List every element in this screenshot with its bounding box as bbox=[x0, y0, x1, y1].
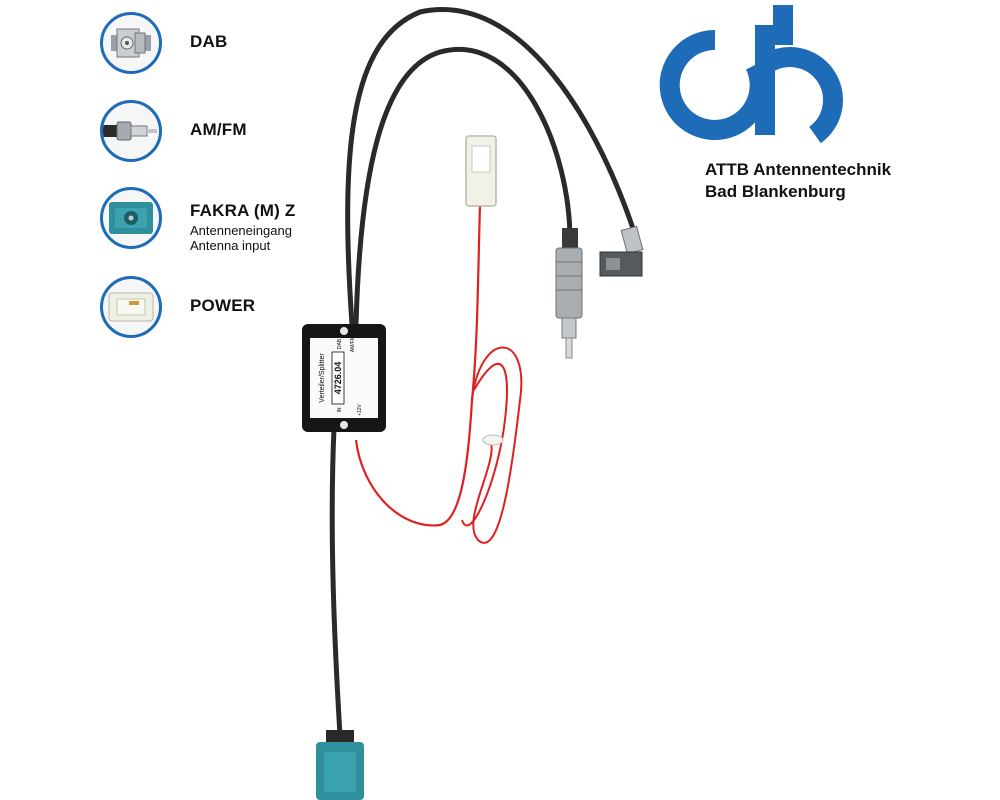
device-port-dab: DAB bbox=[337, 338, 343, 349]
cable-to-amfm bbox=[353, 47, 573, 326]
attb-logo-icon bbox=[659, 5, 843, 144]
power-connector-icon bbox=[100, 276, 162, 338]
dab-plug bbox=[599, 225, 644, 277]
legend-label-fakra: FAKRA (M) Z bbox=[190, 201, 296, 220]
legend-sub-antenna-input: Antenna input bbox=[190, 238, 271, 253]
legend-item-dab: DAB bbox=[100, 12, 360, 88]
legend-sub-antenneneingang: Antenneneingang bbox=[190, 223, 292, 238]
device-port-amfm: AM/FM bbox=[350, 336, 356, 352]
cable-to-fakra bbox=[329, 427, 343, 736]
power-wire bbox=[354, 204, 482, 527]
legend-item-amfm: AM/FM bbox=[100, 100, 360, 176]
legend-label-dab: DAB bbox=[190, 32, 228, 51]
legend-label-amfm: AM/FM bbox=[190, 120, 247, 139]
device-power-label: +12V bbox=[357, 403, 363, 415]
device-label: Verteiler/Splitter bbox=[319, 353, 326, 403]
legend-label-power: POWER bbox=[190, 296, 256, 315]
device-port-in: IN bbox=[337, 407, 343, 412]
cable-to-dab bbox=[345, 7, 643, 326]
legend-item-power: POWER bbox=[100, 276, 360, 352]
dab-connector-icon bbox=[100, 12, 162, 74]
splitter-box: Verteiler/Splitter 4726.04 DAB IN +12V A… bbox=[302, 324, 386, 432]
legend-item-fakra: FAKRA (M) Z Antenneneingang Antenna inpu… bbox=[100, 187, 360, 267]
amfm-plug bbox=[555, 228, 583, 359]
company-name: ATTB Antennentechnik bbox=[705, 160, 892, 179]
device-part-number: 4726.04 bbox=[333, 362, 343, 395]
fakra-plug bbox=[316, 730, 364, 800]
amfm-connector-icon bbox=[100, 100, 162, 162]
company-location: Bad Blankenburg bbox=[705, 182, 846, 201]
fakra-connector-icon bbox=[100, 187, 162, 249]
